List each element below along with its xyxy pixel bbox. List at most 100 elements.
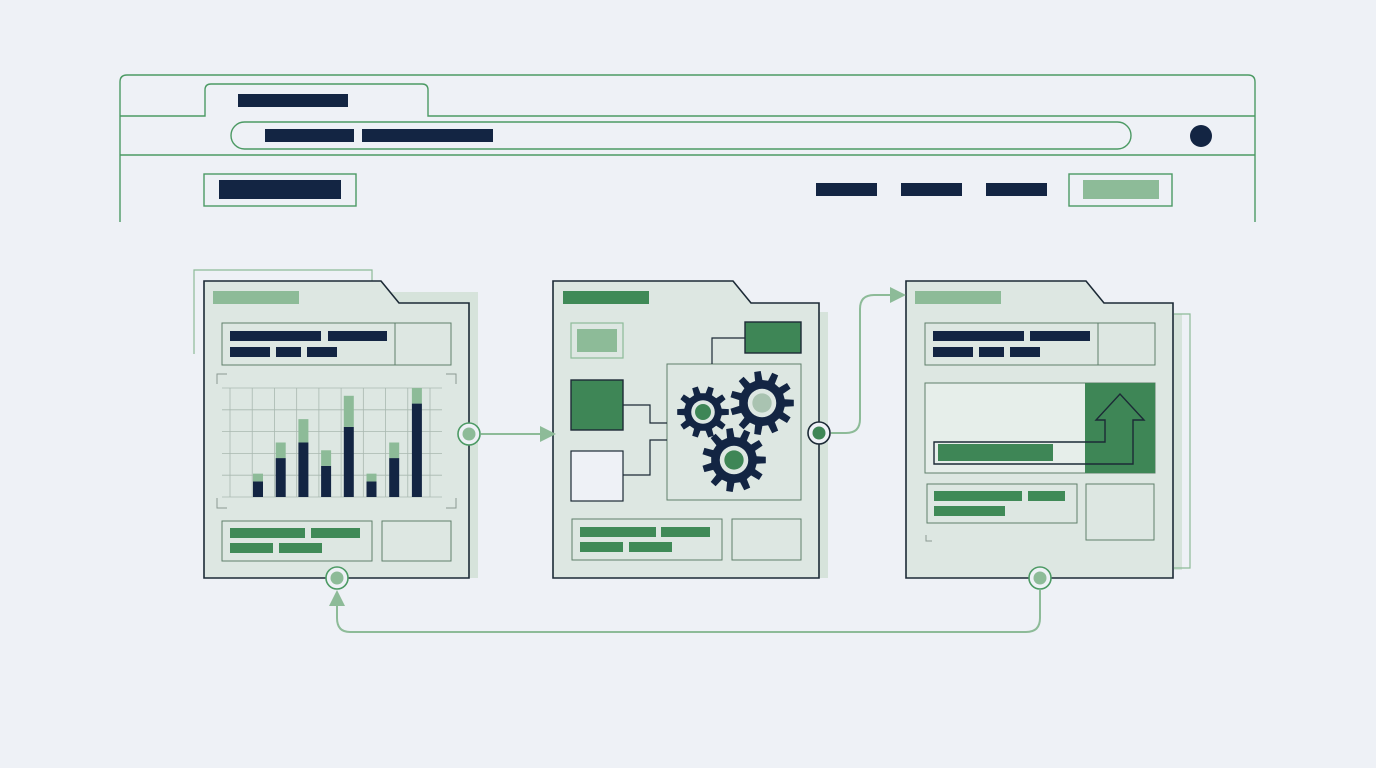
browser-window <box>119 74 1256 222</box>
bar <box>275 458 286 497</box>
connector-card2-card3 <box>831 287 906 434</box>
bar <box>253 481 263 497</box>
node-box <box>570 450 624 502</box>
bar <box>389 458 400 497</box>
flow-diagram <box>570 321 802 502</box>
node-box <box>577 329 617 352</box>
text-line <box>311 528 360 538</box>
text-line <box>328 331 387 341</box>
gear-center <box>724 450 744 470</box>
nav-link-3[interactable] <box>986 183 1047 196</box>
text-line <box>279 543 322 553</box>
text-line <box>661 527 710 537</box>
bar <box>343 426 354 497</box>
summary-panel <box>924 322 1156 366</box>
text-line <box>580 527 656 537</box>
card-title-placeholder <box>213 291 299 304</box>
node-box <box>570 379 624 431</box>
text-line <box>230 347 270 357</box>
text-line <box>276 347 301 357</box>
footer-box <box>381 520 452 562</box>
card-analytics <box>193 269 478 579</box>
bar-cap <box>411 388 422 404</box>
chart-bars <box>253 388 422 497</box>
text-line <box>934 491 1022 501</box>
nav-link-1[interactable] <box>816 183 877 196</box>
text-line <box>307 347 337 357</box>
card-back-corner <box>193 269 373 354</box>
bar-cap <box>366 473 377 482</box>
url-segment-1 <box>265 129 354 142</box>
footer-panel <box>571 518 723 561</box>
connector-node <box>325 566 349 590</box>
connector-node <box>1028 566 1052 590</box>
bar <box>321 465 332 497</box>
address-bar[interactable] <box>230 121 1132 150</box>
browser-tab[interactable] <box>120 83 1255 117</box>
bar <box>298 442 309 497</box>
progress-bar <box>938 444 1053 461</box>
footer-box <box>731 518 802 561</box>
text-line <box>230 543 273 553</box>
gears-icon <box>677 371 794 492</box>
card-growth <box>905 280 1191 579</box>
card-processing <box>552 280 828 579</box>
bar <box>366 481 377 497</box>
connector-nodes <box>325 421 1052 590</box>
connector-node <box>807 421 831 445</box>
signup-button-frame[interactable] <box>1068 173 1173 207</box>
url-segment-2 <box>362 129 493 142</box>
circle-dot-icon[interactable] <box>1190 125 1212 147</box>
bar-cap <box>343 395 354 427</box>
text-line <box>1028 491 1065 501</box>
bar-cap <box>253 473 263 482</box>
summary-panel <box>221 322 452 366</box>
card-title-placeholder <box>915 291 1001 304</box>
card-body <box>552 280 820 579</box>
text-line <box>230 331 321 341</box>
text-line <box>1010 347 1040 357</box>
text-line <box>934 506 1005 516</box>
text-line <box>230 528 305 538</box>
connectors <box>329 287 1041 633</box>
bar-cap <box>298 419 309 443</box>
node-box <box>570 322 624 359</box>
nav-link-2[interactable] <box>901 183 962 196</box>
connector-node <box>457 422 481 446</box>
bar-cap <box>275 442 286 459</box>
node-box <box>744 321 802 354</box>
growth-highlight <box>1085 383 1155 473</box>
text-line <box>933 347 973 357</box>
gear-center <box>752 393 772 413</box>
footer-box <box>1085 483 1155 541</box>
logo-box[interactable] <box>203 173 357 207</box>
chart-frame-corners <box>216 373 457 509</box>
bar-cap <box>389 442 400 459</box>
gear-panel <box>666 363 802 501</box>
gear-center <box>695 404 711 420</box>
signup-button[interactable] <box>1083 180 1159 199</box>
bar-chart-icon <box>216 373 457 509</box>
footer-panel <box>221 520 373 562</box>
chart-grid <box>222 387 442 498</box>
up-arrow-icon <box>933 392 1146 465</box>
connector-lines <box>623 337 745 476</box>
card-body <box>203 280 470 579</box>
text-line <box>580 542 623 552</box>
card-back-corner <box>1174 313 1191 569</box>
bar <box>411 403 422 497</box>
logo-placeholder <box>219 180 341 199</box>
connector-loop-back <box>329 590 1041 633</box>
browser-frame <box>119 74 1256 222</box>
frame-corner <box>925 535 932 542</box>
bar-cap <box>321 450 332 466</box>
footer-panel <box>926 483 1078 524</box>
text-line <box>1030 331 1090 341</box>
text-line <box>933 331 1024 341</box>
card-title-placeholder <box>563 291 649 304</box>
text-line <box>629 542 672 552</box>
text-line <box>979 347 1004 357</box>
tab-title-placeholder <box>238 94 348 107</box>
